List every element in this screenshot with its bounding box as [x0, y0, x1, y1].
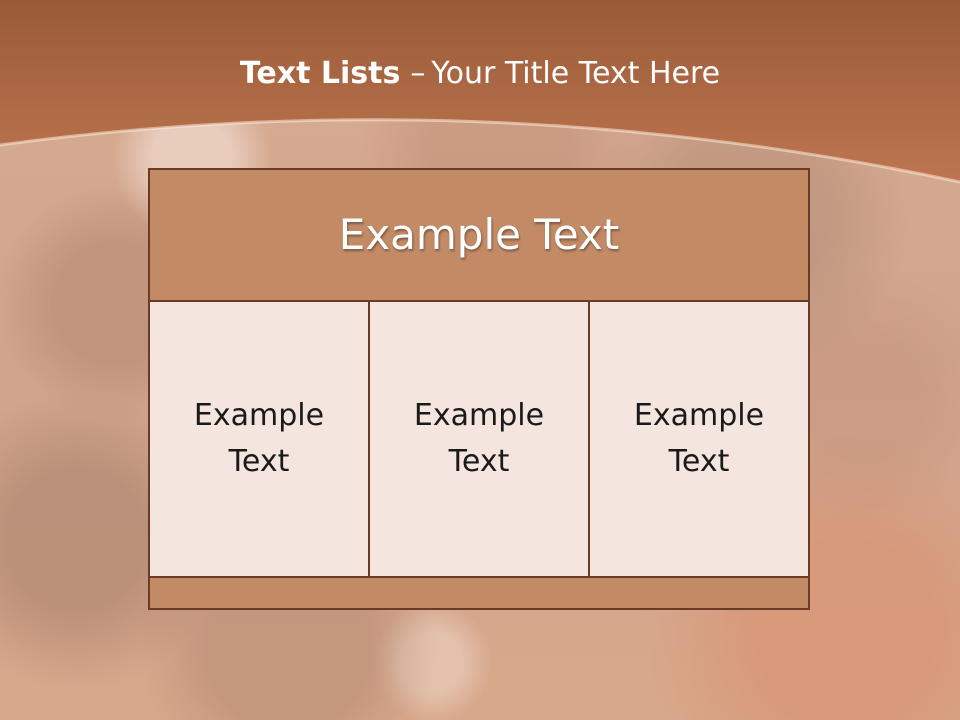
- title-dash: –: [410, 56, 426, 91]
- table-footer-bar: [150, 576, 808, 608]
- page-title: Text Lists–Your Title Text Here: [0, 50, 960, 98]
- text-list-table: Example Text Example Text Example Text E…: [148, 168, 810, 610]
- table-cell-2: Example Text: [370, 302, 590, 576]
- table-cell-3-text: Example Text: [633, 398, 765, 479]
- table-header: Example Text: [150, 170, 808, 302]
- header-arc: [0, 0, 960, 184]
- table-cell-1: Example Text: [150, 302, 370, 576]
- title-subtitle-text: Your Title Text Here: [431, 56, 721, 91]
- table-cell-3: Example Text: [590, 302, 808, 576]
- table-cell-1-text: Example Text: [193, 398, 325, 479]
- title-bold-text: Text Lists: [239, 56, 401, 91]
- table-cell-2-text: Example Text: [413, 398, 545, 479]
- header-band: [0, 0, 960, 200]
- table-header-text: Example Text: [338, 210, 620, 259]
